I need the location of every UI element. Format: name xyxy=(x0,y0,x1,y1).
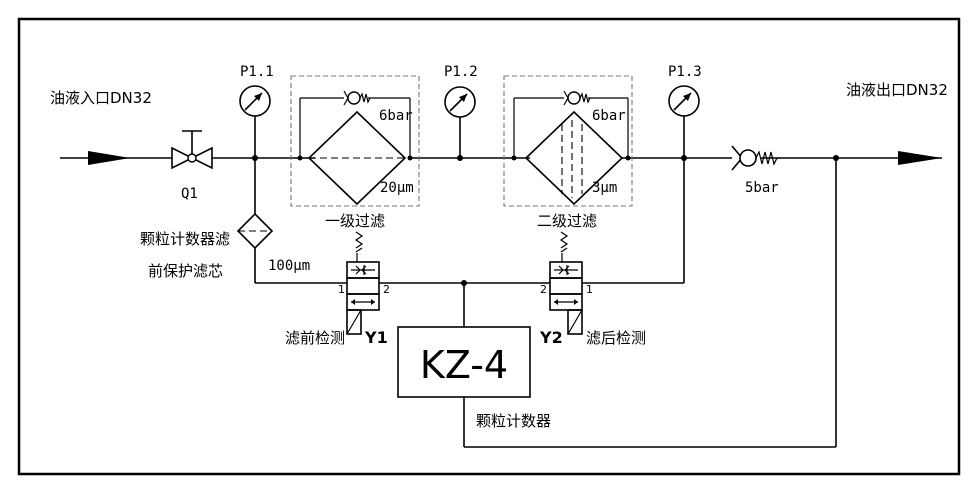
gauge-p12-label: P1.2 xyxy=(444,64,478,80)
y1-name: Y1 xyxy=(364,328,388,347)
filter2-name: 二级过滤 xyxy=(537,212,597,230)
y1-desc: 滤前检测 xyxy=(285,329,345,347)
inlet-arrow-icon xyxy=(88,151,130,165)
y1-port1: 1 xyxy=(338,283,345,296)
diagram-frame xyxy=(17,17,961,476)
y2-desc: 滤后检测 xyxy=(586,329,646,347)
prefilter-label-line2: 前保护滤芯 xyxy=(148,262,223,280)
y2-name: Y2 xyxy=(539,328,563,347)
check-valve-icon xyxy=(563,90,591,106)
valve-q1-label: Q1 xyxy=(181,186,198,202)
filter1-name: 一级过滤 xyxy=(325,212,385,230)
counter-name: 颗粒计数器 xyxy=(476,412,551,430)
filter-stage2 xyxy=(503,75,633,207)
check-valve-icon xyxy=(343,90,371,106)
gauge-p13 xyxy=(668,85,700,158)
filter1-micron: 20μm xyxy=(380,180,414,196)
y2-port2: 2 xyxy=(540,283,547,296)
gauge-p12 xyxy=(444,86,476,158)
outlet-arrow-icon xyxy=(898,151,942,165)
inlet-label: 油液入口DN32 xyxy=(50,89,152,107)
valve-q1 xyxy=(171,130,213,170)
filter2-check-rating: 6bar xyxy=(592,108,626,124)
return-line xyxy=(463,158,837,448)
outlet-label: 油液出口DN32 xyxy=(846,81,948,99)
solenoid-valve-y2 xyxy=(549,231,583,335)
outlet-check-valve xyxy=(731,145,780,171)
filter1-check-rating: 6bar xyxy=(379,108,413,124)
counter-model: KZ-4 xyxy=(420,343,508,387)
gauge-p11-label: P1.1 xyxy=(240,64,274,80)
filter2-micron: 3μm xyxy=(592,180,617,196)
y2-port1: 1 xyxy=(586,283,593,296)
y1-port2: 2 xyxy=(383,283,390,296)
gauge-p11 xyxy=(239,85,271,158)
outlet-check-rating: 5bar xyxy=(745,180,779,196)
prefilter xyxy=(236,158,347,284)
prefilter-micron: 100μm xyxy=(268,258,310,274)
filter-stage1 xyxy=(290,75,420,207)
solenoid-valve-y1 xyxy=(346,231,380,335)
prefilter-label-line1: 颗粒计数器滤 xyxy=(140,230,230,248)
gauge-p13-label: P1.3 xyxy=(668,64,702,80)
junction-dot xyxy=(457,155,463,161)
main-pipeline xyxy=(60,151,942,165)
